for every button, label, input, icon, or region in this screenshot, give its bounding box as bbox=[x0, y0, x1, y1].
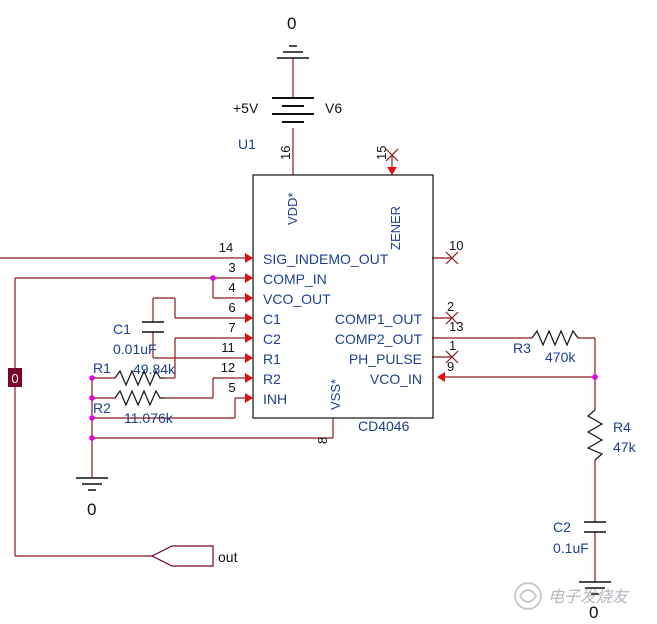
pin-number-left-4: 7 bbox=[228, 320, 235, 335]
pin-number-left-6: 12 bbox=[221, 360, 235, 375]
r2-value: 11.076k bbox=[124, 410, 174, 426]
resistor-r2 bbox=[114, 389, 165, 407]
ground-left-label: 0 bbox=[87, 500, 96, 519]
resistor-r1 bbox=[114, 369, 165, 387]
pin-name-left-0: SIG_INDEMO_OUT bbox=[263, 251, 389, 267]
pin-name-left-5: R1 bbox=[263, 351, 281, 367]
ground-right-label: 0 bbox=[589, 603, 598, 622]
pin-number-left-2: 4 bbox=[228, 280, 235, 295]
r2-name: R2 bbox=[93, 400, 111, 416]
r4-value: 47k bbox=[613, 439, 637, 455]
capacitor-c2 bbox=[584, 521, 606, 533]
junction-dots bbox=[89, 275, 598, 441]
c2-value: 0.1uF bbox=[553, 540, 589, 556]
pin-name-left-6: R2 bbox=[263, 371, 281, 387]
pin-name-left-2: VCO_OUT bbox=[263, 291, 331, 307]
pin-number-8: 8 bbox=[315, 437, 330, 444]
zener-label: ZENER bbox=[388, 206, 403, 250]
resistor-r4 bbox=[586, 409, 604, 461]
pin-name-right-0: COMP1_OUT bbox=[335, 311, 423, 327]
pin-number-right-1: 13 bbox=[449, 319, 463, 334]
supply-battery bbox=[272, 97, 314, 123]
chip-part-label: CD4046 bbox=[358, 418, 410, 434]
no-connect-marks bbox=[385, 148, 459, 364]
pin-number-10: 10 bbox=[449, 238, 463, 253]
pin-name-right-2: PH_PULSE bbox=[349, 351, 422, 367]
pin-number-right-0: 2 bbox=[447, 299, 454, 314]
supply-voltage-label: +5V bbox=[233, 100, 259, 116]
vss-label: VSS* bbox=[328, 379, 343, 410]
watermark-text: 电子发烧友 bbox=[548, 588, 630, 606]
r1-name: R1 bbox=[93, 360, 111, 376]
pin-number-15: 15 bbox=[374, 146, 389, 160]
pin-stubs-left bbox=[235, 257, 245, 399]
pin-number-left-7: 5 bbox=[228, 380, 235, 395]
pin-number-16: 16 bbox=[278, 146, 293, 160]
offpage-label: out bbox=[218, 549, 238, 565]
pin-number-right-3: 9 bbox=[447, 359, 454, 374]
supply-name-label: V6 bbox=[325, 100, 342, 116]
chip-body bbox=[252, 174, 434, 419]
pin-name-left-7: INH bbox=[263, 391, 287, 407]
pin-name-left-4: C2 bbox=[263, 331, 281, 347]
pin-number-left-3: 6 bbox=[228, 300, 235, 315]
watermark-logo bbox=[514, 582, 542, 610]
r1-value: 49.84k bbox=[133, 361, 176, 377]
ground-top bbox=[277, 45, 309, 59]
c2-name: C2 bbox=[553, 519, 571, 535]
ground-right bbox=[579, 581, 611, 595]
c1-name: C1 bbox=[113, 321, 131, 337]
pin-number-left-5: 11 bbox=[221, 340, 235, 355]
net-marker-box bbox=[8, 368, 22, 387]
ground-top-label: 0 bbox=[287, 14, 296, 33]
pin-number-left-1: 3 bbox=[228, 260, 235, 275]
r3-value: 470k bbox=[545, 349, 576, 365]
pin-name-right-3: VCO_IN bbox=[370, 371, 422, 387]
pin-arrows-left bbox=[245, 253, 253, 403]
pin-arrow-zener bbox=[387, 167, 397, 175]
pin-number-left-0: 14 bbox=[219, 240, 233, 255]
vdd-label: VDD* bbox=[285, 192, 300, 225]
pin-name-left-3: C1 bbox=[263, 311, 281, 327]
pin-name-right-1: COMP2_OUT bbox=[335, 331, 423, 347]
pin-name-left-1: COMP_IN bbox=[263, 271, 327, 287]
capacitor-c1 bbox=[142, 321, 164, 333]
net-marker-label: 0 bbox=[11, 371, 18, 386]
r3-name: R3 bbox=[513, 340, 531, 356]
chip-refdes: U1 bbox=[238, 136, 256, 152]
c1-value: 0.01uF bbox=[113, 341, 157, 357]
pin-arrow-vco-in bbox=[437, 372, 445, 382]
resistor-r3 bbox=[531, 329, 579, 347]
r4-name: R4 bbox=[613, 419, 631, 435]
offpage-connector bbox=[150, 545, 214, 567]
pin-number-right-2: 1 bbox=[449, 338, 456, 353]
ground-left bbox=[76, 477, 108, 491]
